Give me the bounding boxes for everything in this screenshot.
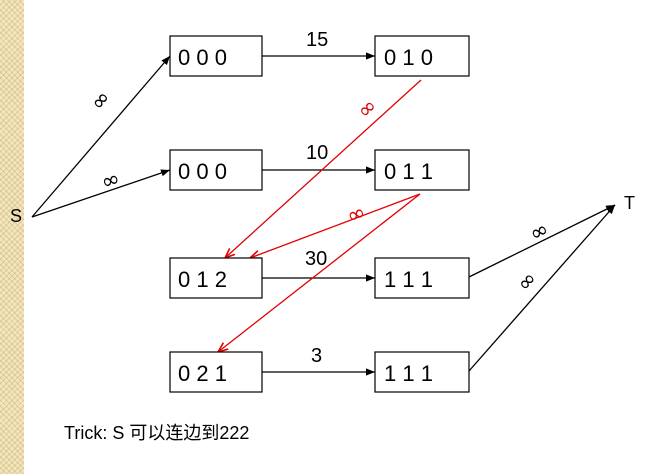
weight-r1: 15 [306,29,328,51]
weight-r2: 10 [306,142,328,164]
edge-r3-to-t [468,204,616,278]
node-r3-left: 0 1 2 [178,267,227,292]
edge-s-to-r1 [31,55,171,218]
node-r3-right: 1 1 1 [384,267,433,292]
source-label: S [10,206,22,226]
edge-r4-to-t [468,204,616,372]
node-r4-right: 1 1 1 [384,361,433,386]
decorative-edge-strip [0,0,24,474]
red-edge-r2-to-r4 [218,193,421,352]
weight-r4: 3 [311,345,322,367]
node-r4-left: 0 2 1 [178,361,227,386]
infinity-s-to-r1: ∞ [85,86,116,116]
node-box-r4-right [374,351,470,393]
edge-s-to-r2 [31,169,171,218]
red-edge-r1-to-r3 [225,79,422,258]
node-r2-right: 0 1 1 [384,159,433,184]
infinity-red-2: ∞ [344,200,370,230]
red-edge-r2-to-r3 [250,193,421,258]
node-r1-right: 0 1 0 [384,45,433,70]
node-box-r3-left [169,257,263,299]
node-box-r2-left [169,149,263,191]
node-r2-left: 0 0 0 [178,159,227,184]
node-box-r3-right [374,257,470,299]
sink-label: T [624,193,635,213]
node-box-r1-left [169,35,263,77]
node-box-r1-right [374,35,470,77]
infinity-s-to-r2: ∞ [98,166,123,195]
weight-r3: 30 [305,248,327,270]
node-box-r4-left [169,351,263,393]
node-r1-left: 0 0 0 [178,45,227,70]
trick-caption: Trick: S 可以连边到222 [64,423,250,443]
node-box-r2-right [374,149,470,191]
infinity-r3-to-t: ∞ [526,217,553,248]
